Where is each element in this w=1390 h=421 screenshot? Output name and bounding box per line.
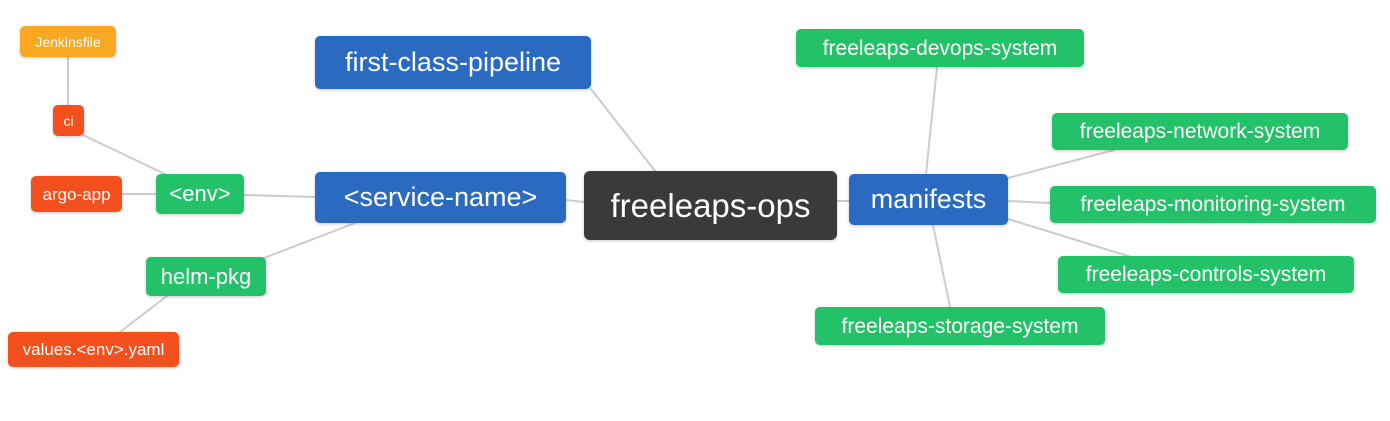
edge-helm-pkg-to-values-env-yaml [119, 295, 168, 333]
edge-manifests-to-network-system [1007, 149, 1115, 179]
node-service-name[interactable]: <service-name> [315, 172, 566, 223]
edge-first-class-pipeline-to-freeleaps-ops [590, 88, 656, 172]
edge-ci-to-env [82, 134, 170, 177]
node-ci[interactable]: ci [53, 105, 84, 136]
edge-manifests-to-monitoring-system [1007, 200, 1051, 204]
edge-env-to-service-name [243, 194, 316, 198]
node-first-class-pipeline[interactable]: first-class-pipeline [315, 36, 591, 89]
edge-manifests-to-storage-system [932, 224, 951, 308]
node-freeleaps-network-system[interactable]: freeleaps-network-system [1052, 113, 1348, 150]
node-freeleaps-ops[interactable]: freeleaps-ops [584, 171, 837, 240]
node-freeleaps-devops-system[interactable]: freeleaps-devops-system [796, 29, 1084, 67]
node-freeleaps-monitoring-system[interactable]: freeleaps-monitoring-system [1050, 186, 1376, 223]
edge-service-name-to-freeleaps-ops [565, 199, 585, 203]
node-freeleaps-storage-system[interactable]: freeleaps-storage-system [815, 307, 1105, 345]
node-values-env-yaml[interactable]: values.<env>.yaml [8, 332, 179, 367]
node-manifests[interactable]: manifests [849, 174, 1008, 225]
edge-service-name-to-helm-pkg [263, 222, 356, 259]
node-argo-app[interactable]: argo-app [31, 176, 122, 212]
node-jenkinsfile[interactable]: Jenkinsfile [20, 26, 116, 57]
node-helm-pkg[interactable]: helm-pkg [146, 257, 266, 296]
edge-manifests-to-devops-system [925, 66, 938, 175]
node-env[interactable]: <env> [156, 174, 244, 214]
node-freeleaps-controls-system[interactable]: freeleaps-controls-system [1058, 256, 1354, 293]
edge-manifests-to-controls-system [1007, 218, 1132, 258]
